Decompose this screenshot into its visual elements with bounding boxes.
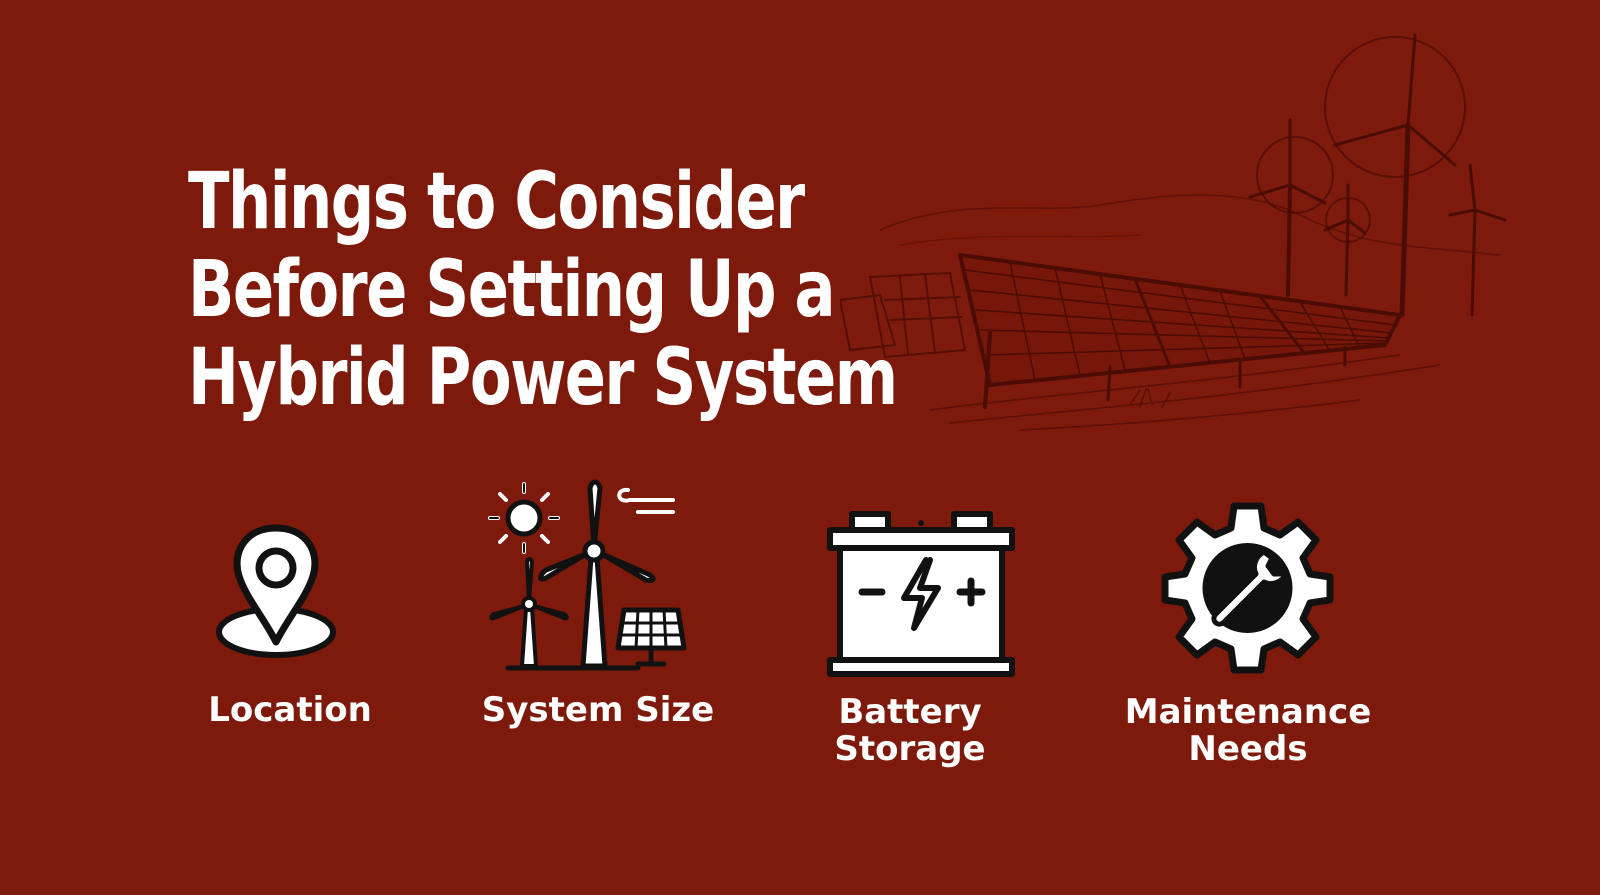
title-line-3: Hybrid Power System — [188, 333, 898, 423]
title-line-1: Things to Consider — [188, 157, 805, 247]
title-line-2: Before Setting Up a — [188, 245, 836, 335]
solar-farm-illustration — [840, 33, 1507, 431]
gear-wrench-icon — [1161, 502, 1334, 674]
item-label-location: Location — [208, 690, 372, 730]
location-pin-icon — [216, 524, 336, 658]
item-label-system-size: System Size — [481, 690, 715, 730]
item-label-battery-storage: Battery Storage — [834, 692, 986, 769]
page-title: Things to Consider Before Setting Up a H… — [188, 157, 898, 423]
wind-solar-icon — [488, 479, 687, 671]
item-label-maintenance-needs: Maintenance Needs — [1124, 692, 1372, 769]
battery-icon — [827, 511, 1015, 677]
wind-turbine-sketch — [1324, 33, 1466, 318]
solar-panel-sketch — [958, 253, 1402, 409]
